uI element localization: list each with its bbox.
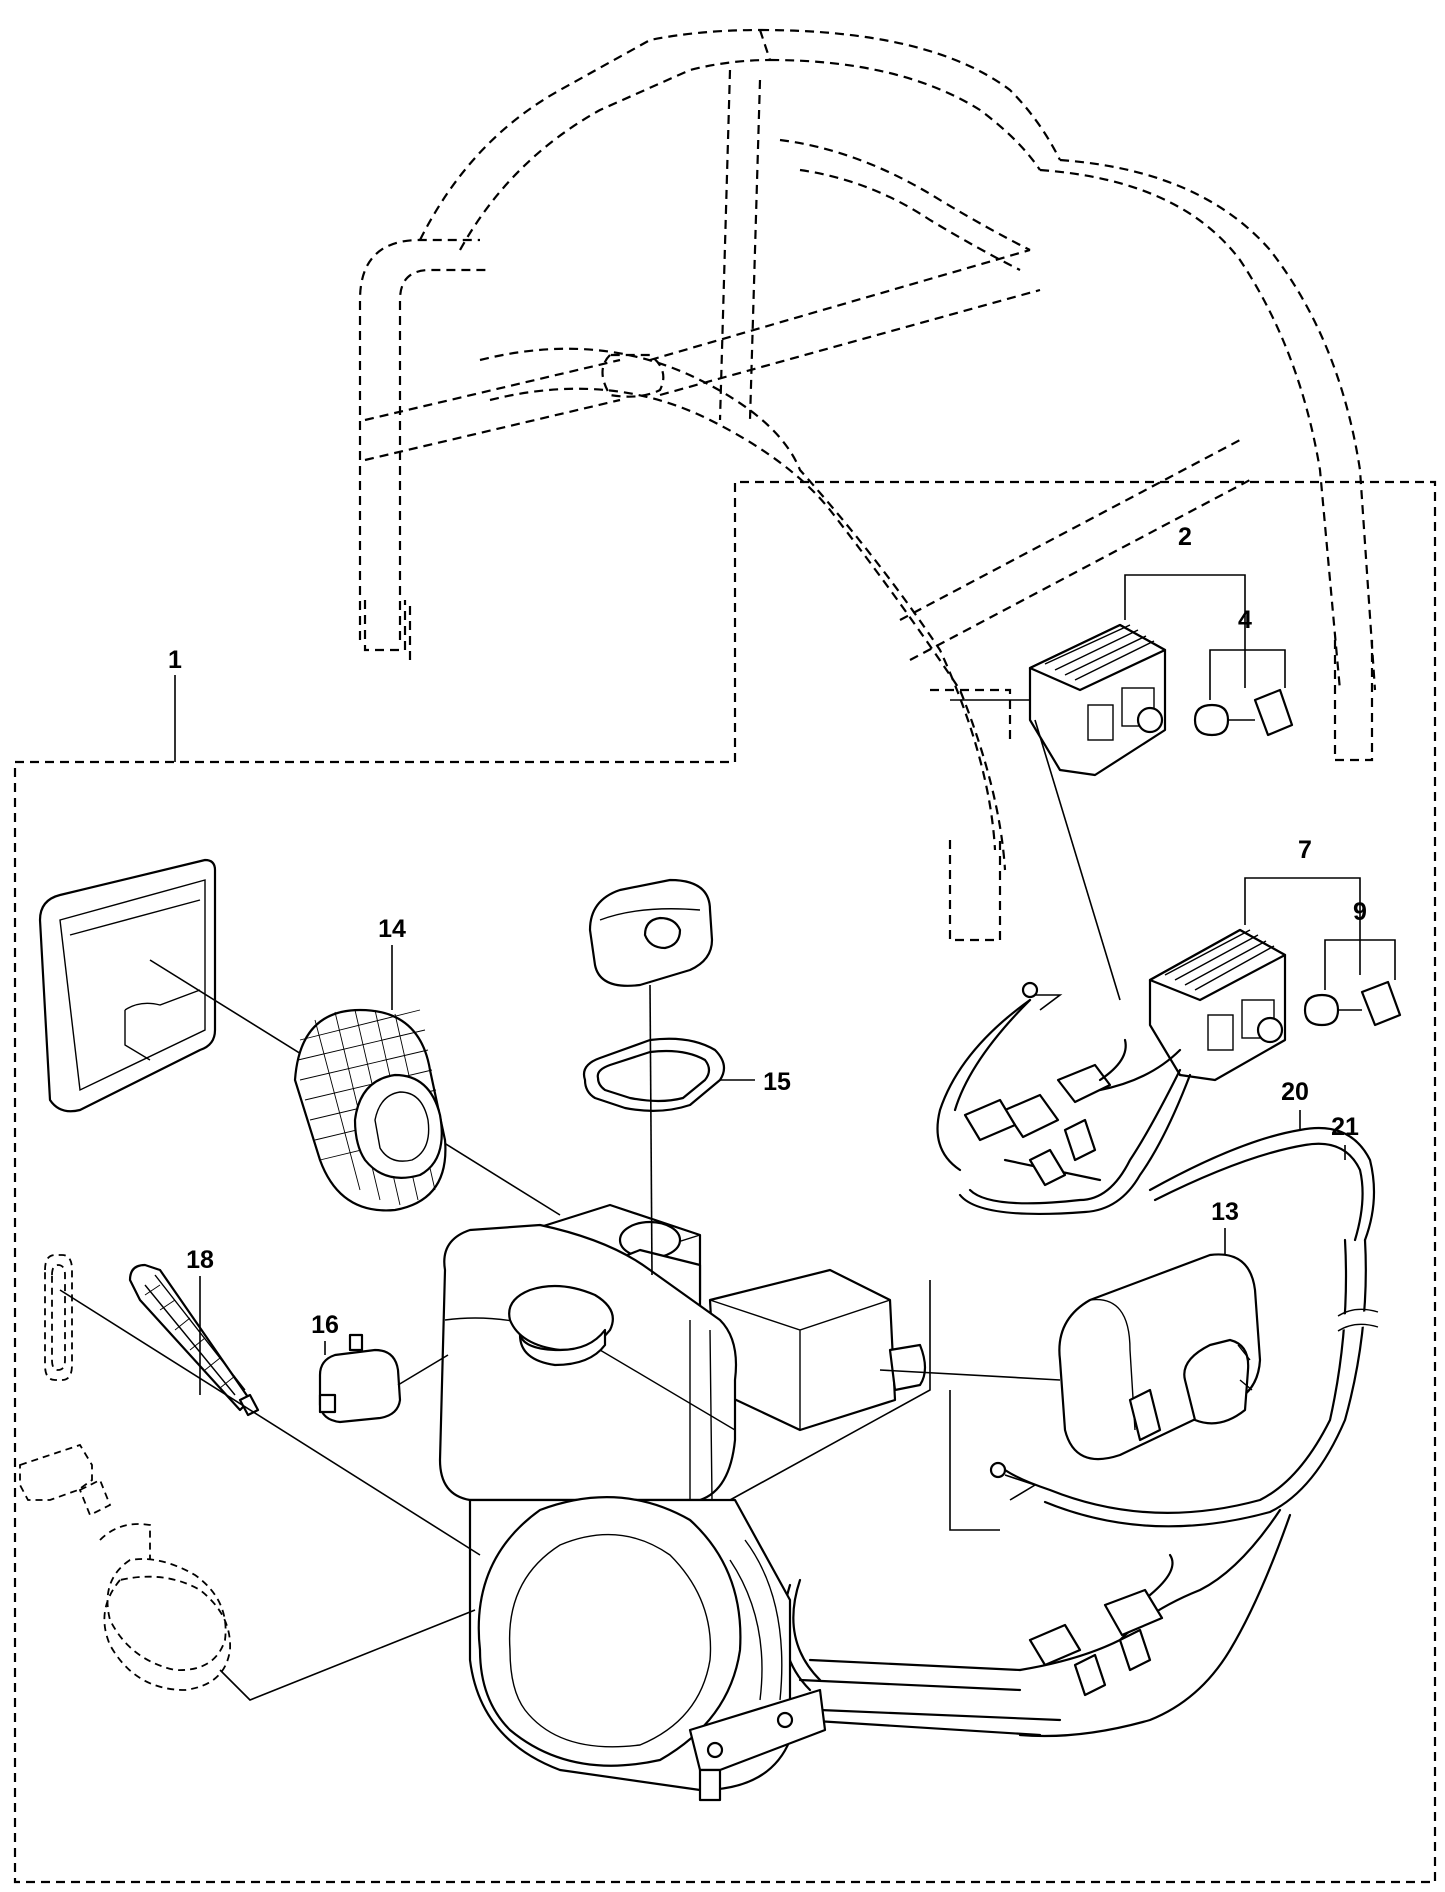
callout-14: 14 [378,915,406,943]
fuel-fitting-16 [318,1333,449,1424]
air-filter-element-14 [293,1008,447,1212]
fuel-cap-and-gasket-15 [582,878,755,1276]
callout-16: 16 [311,1311,339,1339]
callout-4: 4 [1238,606,1252,634]
frame-outline [358,28,1377,942]
callout-20: 20 [1281,1078,1309,1106]
cables-20-21 [989,1238,1379,1528]
left-accessories [19,1254,476,1701]
callout-leaders [199,945,1346,1395]
callout-15: 15 [763,1068,791,1096]
fuel-strainer-18 [59,1263,481,1556]
callout-1: 1 [168,646,182,674]
callout-2: 2 [1178,523,1192,551]
control-panel-assembly-upper [950,574,1294,1001]
callout-9: 9 [1353,898,1367,926]
wire-harness-upper [936,981,1376,1242]
control-panel-assembly-lower [1148,877,1402,1082]
wire-harness-lower [782,1390,1292,1738]
air-cleaner-cover [38,858,561,1216]
callout-labels: 1 2 4 7 9 13 14 15 16 18 20 21 [168,523,1367,1339]
starter-component-13 [1058,1253,1262,1461]
engine [438,1203,1061,1802]
kit-boundary [13,480,1437,1884]
callout-21: 21 [1331,1113,1359,1141]
callout-7: 7 [1298,836,1312,864]
callout-13: 13 [1211,1198,1239,1226]
callout-18: 18 [186,1246,214,1274]
